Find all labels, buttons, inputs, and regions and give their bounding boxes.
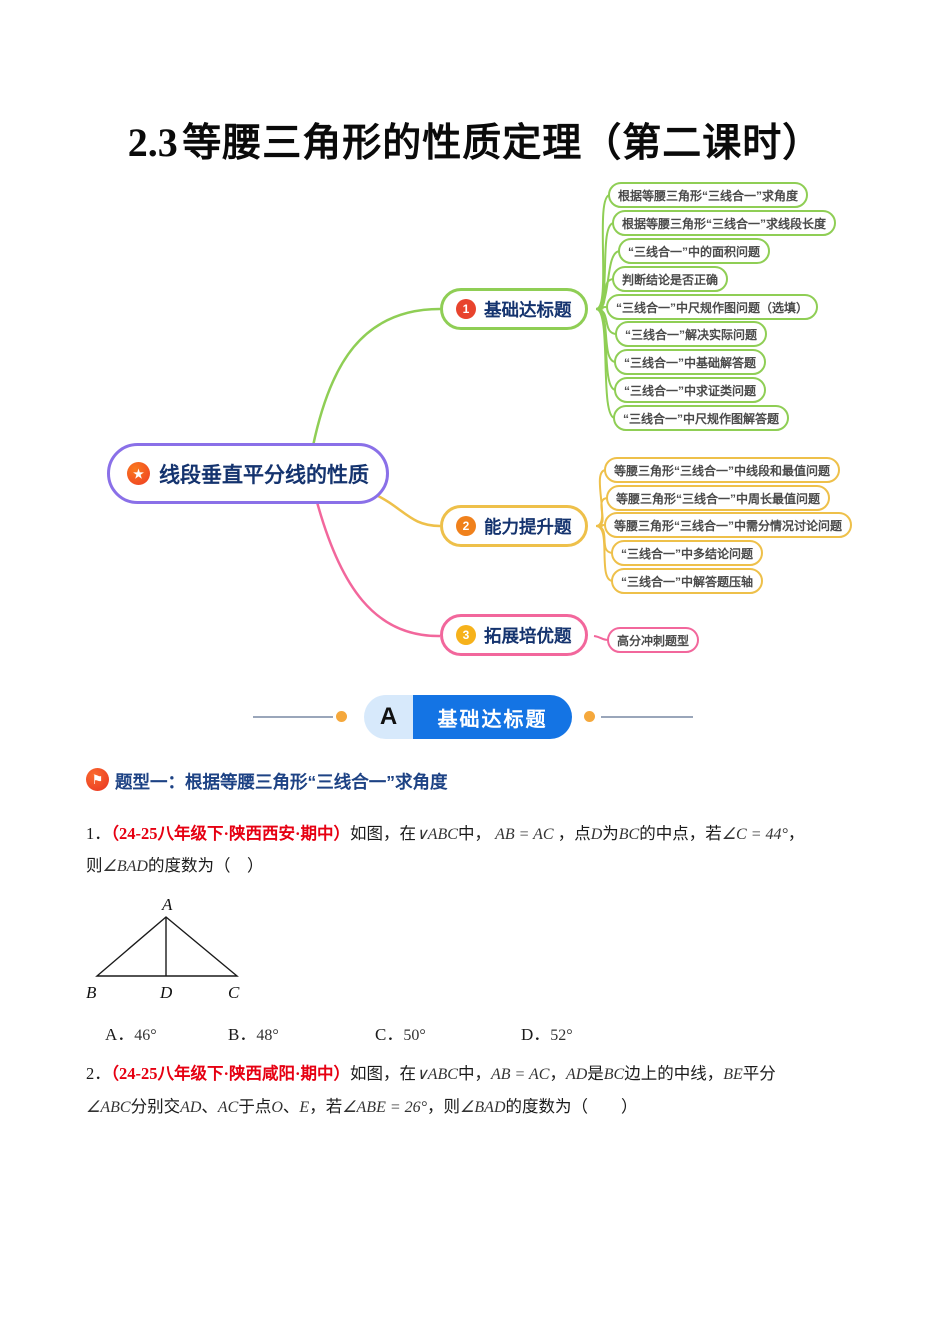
section-letter-pill: A bbox=[364, 695, 413, 739]
branch-2-label: 能力提升题 bbox=[484, 516, 572, 537]
mindmap-leaf: 等腰三角形“三线合一”中线段和最值问题 bbox=[604, 457, 841, 483]
banner-right-dot bbox=[584, 711, 595, 722]
question-1-line-1: 1．（24-25八年级下·陕西西安·期中）如图，在∨ABC中， AB = AC … bbox=[86, 824, 805, 843]
branch-1-number-badge: 1 bbox=[456, 299, 476, 319]
mindmap-leaf: “三线合一”中尺规作图问题（选填） bbox=[606, 294, 819, 320]
mindmap-leaf: 等腰三角形“三线合一”中需分情况讨论问题 bbox=[604, 512, 853, 538]
mindmap-branch-advance: 2 能力提升题 bbox=[440, 505, 588, 547]
option-c: C．50° bbox=[375, 1025, 426, 1044]
title-number: 2.3 bbox=[127, 120, 178, 165]
mindmap-leaf: “三线合一”中的面积问题 bbox=[618, 238, 771, 264]
option-d: D．52° bbox=[521, 1025, 573, 1044]
banner-left-line bbox=[253, 716, 333, 718]
star-icon: ★ bbox=[127, 462, 150, 485]
option-a: A．46° bbox=[105, 1025, 157, 1044]
vertex-label-d: D bbox=[159, 983, 173, 1002]
option-b: B．48° bbox=[228, 1025, 279, 1044]
flag-icon: ⚑ bbox=[86, 768, 109, 791]
question-2-line-2: ∠ABC分别交AD、AC于点O、E，若∠ABE = 26°，则∠BAD的度数为（… bbox=[86, 1097, 638, 1116]
branch-1-label: 基础达标题 bbox=[484, 299, 572, 320]
section-title-pill: 基础达标题 bbox=[413, 695, 572, 739]
banner-left-dot bbox=[336, 711, 347, 722]
mindmap-leaf: “三线合一”中求证类问题 bbox=[614, 377, 767, 403]
vertex-label-c: C bbox=[228, 983, 240, 1002]
mindmap-leaf: 根据等腰三角形“三线合一”求角度 bbox=[608, 182, 809, 208]
banner-right-line bbox=[601, 716, 693, 718]
mindmap-branch-top: 3 拓展培优题 bbox=[440, 614, 588, 656]
page-title: 2.3 等腰三角形的性质定理（第二课时） bbox=[0, 112, 950, 168]
mindmap-root-label: 线段垂直平分线的性质 bbox=[159, 463, 369, 487]
mindmap-branch-basic: 1 基础达标题 bbox=[440, 288, 588, 330]
mindmap-leaf: 等腰三角形“三线合一”中周长最值问题 bbox=[606, 485, 831, 511]
mindmap-leaf: “三线合一”中多结论问题 bbox=[611, 540, 764, 566]
branch-3-number-badge: 3 bbox=[456, 625, 476, 645]
q1-source: （24-25八年级下·陕西西安·期中） bbox=[110, 824, 350, 843]
q2-source: （24-25八年级下·陕西咸阳·期中） bbox=[110, 1064, 350, 1083]
mindmap-root-node: ★ 线段垂直平分线的性质 bbox=[107, 443, 389, 504]
question-2-line-1: 2．（24-25八年级下·陕西咸阳·期中）如图，在∨ABC中，AB = AC，A… bbox=[86, 1064, 776, 1083]
mindmap-leaf: 判断结论是否正确 bbox=[612, 266, 729, 292]
branch-3-label: 拓展培优题 bbox=[484, 625, 572, 646]
mindmap-leaf: “三线合一”解决实际问题 bbox=[615, 321, 768, 347]
mindmap-leaf: “三线合一”中尺规作图解答题 bbox=[613, 405, 790, 431]
q2-number: 2． bbox=[86, 1064, 111, 1083]
topic-heading: 题型一：根据等腰三角形“三线合一”求角度 bbox=[115, 772, 448, 792]
title-text: 等腰三角形的性质定理（第二课时） bbox=[182, 122, 823, 165]
triangle-figure: A B D C bbox=[86, 895, 240, 1002]
mindmap-leaf: “三线合一”中基础解答题 bbox=[614, 349, 767, 375]
mindmap-leaf: “三线合一”中解答题压轴 bbox=[611, 568, 764, 594]
q1-number: 1． bbox=[86, 824, 111, 843]
mindmap-leaf: 根据等腰三角形“三线合一”求线段长度 bbox=[612, 210, 837, 236]
vertex-label-b: B bbox=[86, 983, 97, 1002]
vertex-label-a: A bbox=[161, 895, 173, 914]
branch-2-number-badge: 2 bbox=[456, 516, 476, 536]
question-1-line-2: 则∠BAD的度数为（ ） bbox=[86, 856, 264, 875]
mindmap-leaf: 高分冲刺题型 bbox=[607, 627, 700, 653]
